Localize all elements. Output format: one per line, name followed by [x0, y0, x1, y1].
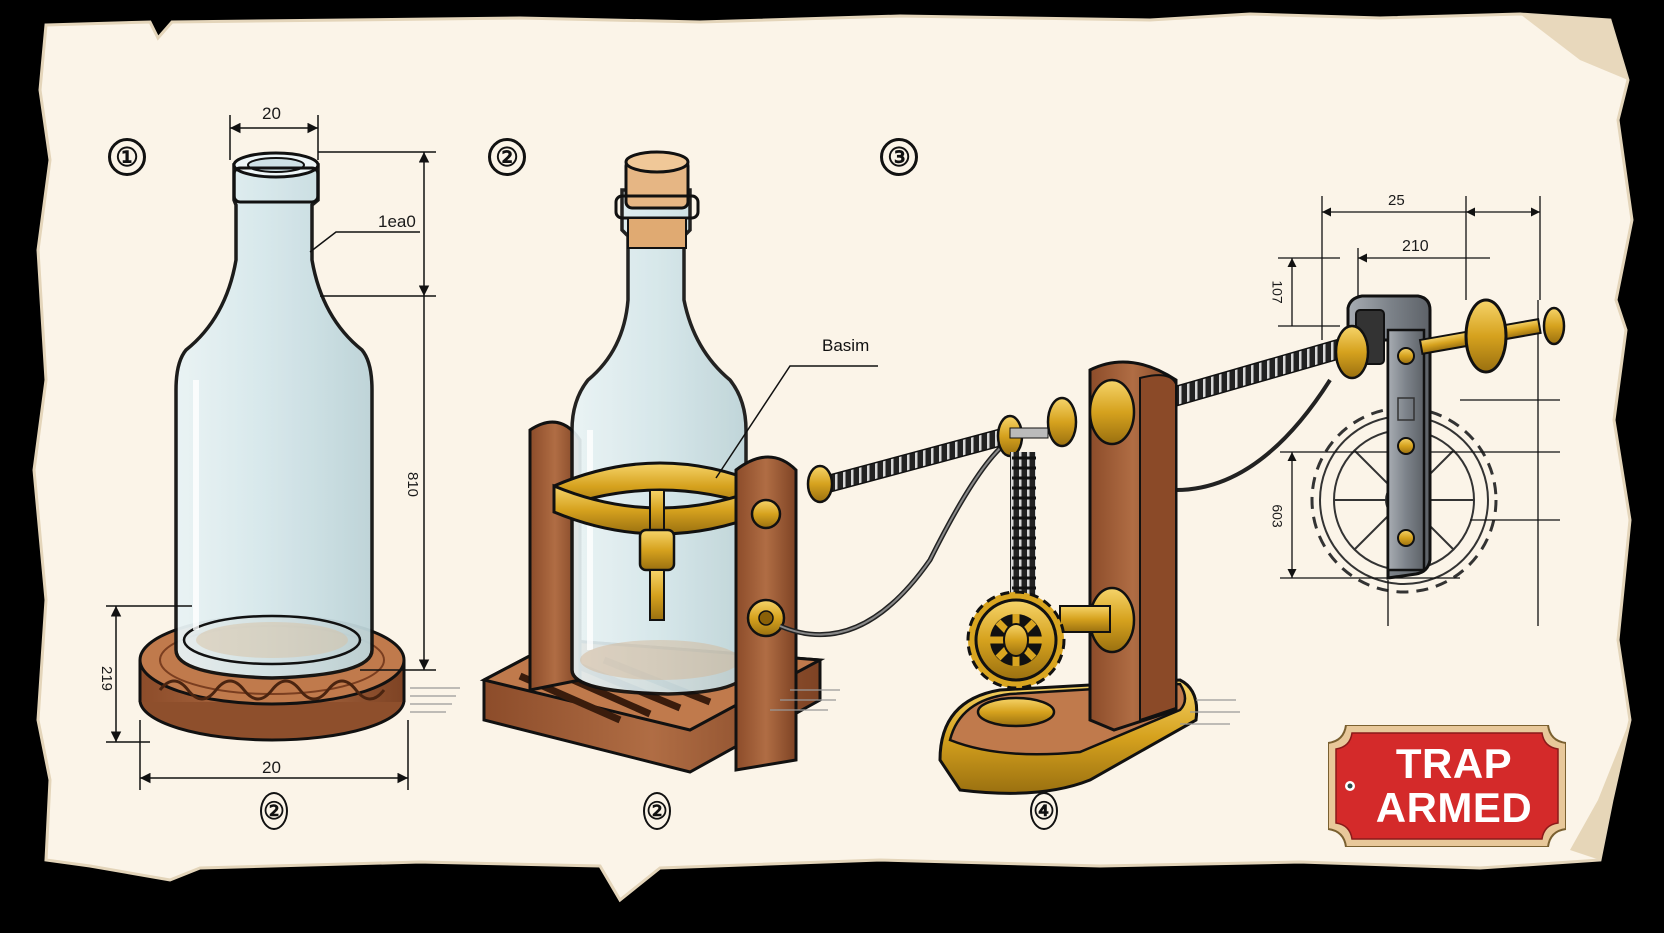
figure-4-trigger-assembly [1278, 196, 1566, 626]
callout-basim: Basim [822, 336, 870, 355]
dim-inner-width: 210 [1402, 238, 1429, 255]
dim-base-height: 219 [98, 665, 116, 692]
dim-top-width: 25 [1388, 192, 1405, 209]
dim-base-width: 20 [262, 758, 281, 777]
dim-body-height: 810 [404, 471, 422, 498]
trap-armed-sign: TRAP ARMED [1327, 724, 1567, 848]
step-marker-bottom-4: ④ [1030, 792, 1058, 830]
spring-and-wire-linkage [779, 335, 1357, 637]
dim-lower-height: 603 [1269, 504, 1286, 528]
sign-line-1: TRAP [1395, 740, 1513, 787]
dim-upper-height: 107 [1269, 280, 1286, 304]
figure-1-bottle-on-base [106, 115, 460, 790]
parchment-curl [1520, 14, 1628, 80]
dim-neck-height: 1ea0 [378, 212, 416, 231]
parchment-curl [1570, 720, 1630, 860]
sign-line-2: ARMED [1375, 784, 1533, 831]
step-marker-bottom-2: ② [643, 792, 671, 830]
step-marker-1: ① [108, 138, 146, 176]
step-marker-2: ② [488, 138, 526, 176]
dim-neck-width: 20 [262, 104, 281, 123]
sign-plate [1327, 724, 1567, 848]
figure-2-bottle-in-cradle [479, 150, 878, 774]
step-marker-3: ③ [880, 138, 918, 176]
sign-text: TRAP ARMED [1328, 725, 1566, 847]
step-marker-bottom-1: ② [260, 792, 288, 830]
figure-3-gear-post [938, 360, 1240, 795]
